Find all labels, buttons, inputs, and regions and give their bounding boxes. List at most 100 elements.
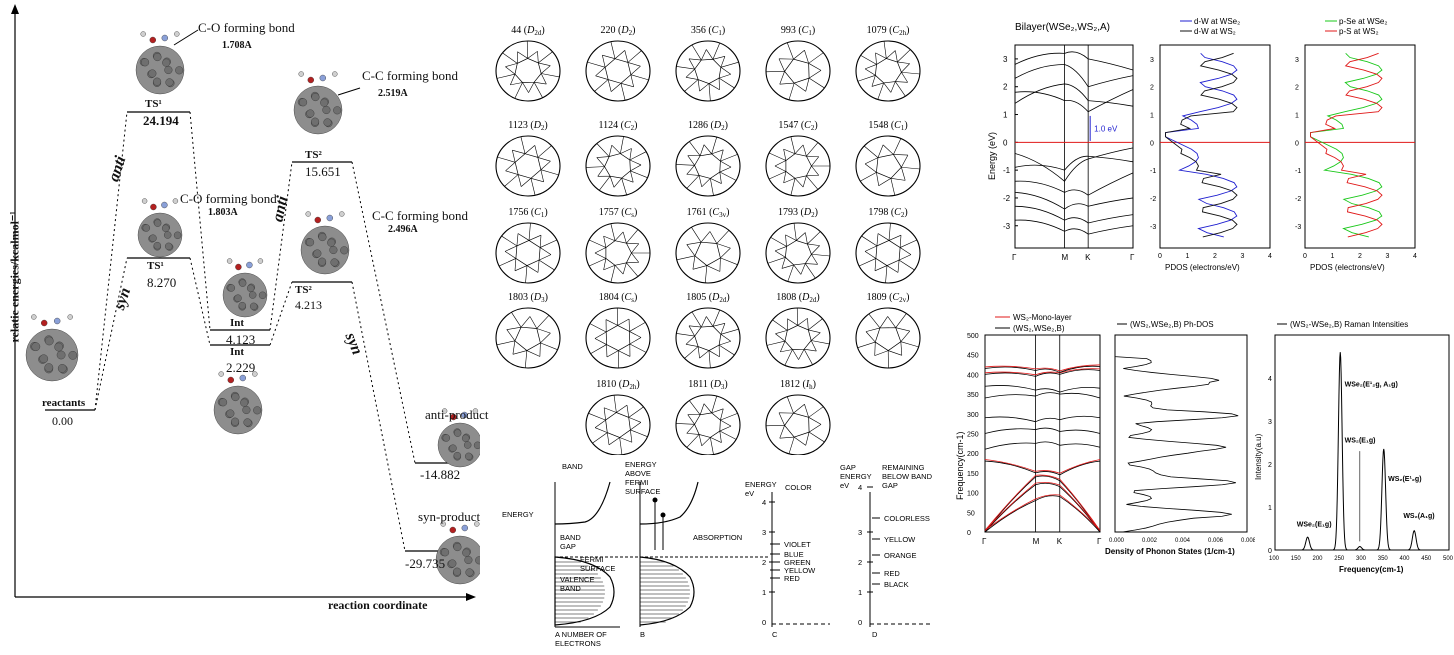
cage-edge [619, 437, 633, 443]
isomer-label: 1123 (D2) [508, 120, 548, 132]
band-ytick-label: 2 [1003, 83, 1008, 92]
ts1-anti-value: 24.194 [143, 113, 179, 128]
cage-edge [594, 79, 609, 92]
k-label: K [1085, 253, 1091, 262]
pdos-dw-xtick: 3 [1241, 253, 1245, 260]
cage-edge [788, 436, 795, 454]
cage-edge [861, 235, 878, 247]
phonon-k-label: M [1033, 537, 1040, 546]
cage-edge [611, 144, 621, 154]
cage-edge [686, 244, 696, 257]
cage-edge [780, 349, 793, 353]
cage-edge [698, 434, 703, 446]
cage-outline [495, 40, 561, 102]
carbon-atom [242, 405, 251, 415]
carbon-atom [329, 245, 338, 255]
carbon-atom [238, 301, 247, 310]
raman-peak-label: WS₂(A₁g) [1403, 513, 1434, 520]
carbon-atom [243, 418, 252, 427]
cage-edge [901, 154, 909, 168]
cage-edge [875, 52, 887, 59]
gap-label: 1.0 eV [1094, 124, 1118, 133]
cage-edge [685, 335, 695, 345]
cage-edge [718, 77, 735, 89]
cage-edge [588, 413, 606, 421]
cage-edge [871, 75, 876, 87]
phonon-legend-label: (WS₂,WSe₂,B) [1013, 324, 1065, 333]
cage-edge [622, 231, 627, 244]
cage-edge [857, 341, 876, 348]
c-color-label: BLUE [784, 550, 804, 559]
pdos-p-ytick: 1 [1295, 113, 1299, 120]
pdos-dw-ytick: -2 [1150, 196, 1156, 203]
pdos-dw-ytick: 1 [1150, 113, 1154, 120]
cage-edge [871, 82, 884, 87]
cage-edge [606, 432, 610, 445]
oxygen-atom [150, 203, 157, 211]
cage-edge [720, 413, 738, 421]
a-caption: A NUMBER OF [555, 630, 607, 639]
cage-edge [540, 332, 551, 344]
cage-edge [770, 237, 787, 247]
raman-frame [1274, 334, 1450, 551]
pdos-p-ytick: 2 [1295, 85, 1299, 92]
raman-xtick: 350 [1378, 556, 1389, 562]
cage-edge [874, 342, 876, 356]
cage-edge [529, 316, 538, 329]
band-ylabel: Energy (eV) [987, 132, 997, 180]
cage-edge [594, 247, 607, 254]
b-caption: B [640, 630, 645, 639]
cage-edge [703, 144, 712, 155]
phdos-xtick: 0.004 [1175, 538, 1191, 544]
cage-edge [687, 155, 695, 166]
c-color-label: RED [784, 574, 800, 583]
carbon-atom [253, 406, 262, 415]
cage-edge [797, 318, 808, 326]
int-anti-molecule [222, 258, 268, 318]
cage-edge [876, 172, 880, 186]
carbon-atom [248, 291, 257, 299]
cage-edge [718, 344, 735, 356]
d-color-title: GAP [882, 481, 898, 490]
nitrogen-atom [461, 524, 468, 532]
cage-edge [502, 52, 518, 64]
cage-edge [893, 138, 902, 155]
phonon-ytick: 400 [967, 372, 979, 379]
carbon-atom [219, 398, 228, 407]
cage-edge [895, 81, 906, 97]
carbon-atom [322, 105, 331, 115]
cage-edge [596, 157, 605, 167]
d-color-label: ORANGE [884, 551, 917, 560]
pdos-p-frame [1304, 44, 1416, 249]
raman-peak-label: WSe₂(E¹₂g, A₁g) [1345, 382, 1398, 389]
carbon-atom [234, 294, 242, 302]
cage-edge [517, 51, 528, 59]
phdos-frame [1114, 334, 1248, 533]
band-diagram-svg: CONDUCTIONBANDENERGYBANDGAPVALENCEBANDA … [502, 462, 933, 648]
path-connector [94, 257, 128, 411]
cage-edge [617, 318, 630, 326]
cage-edge [676, 333, 695, 337]
band-line [1014, 205, 1134, 224]
cage-outline [495, 307, 561, 369]
cage-edge [787, 318, 798, 326]
cage-edge [589, 258, 607, 267]
cage-edge [620, 83, 626, 101]
raman-ytick: 1 [1268, 505, 1272, 512]
isomer-label: 220 (D2) [601, 25, 636, 37]
cage-edge [805, 263, 818, 265]
isomer-label: 1804 (Cs) [599, 292, 638, 304]
cage-edge [530, 177, 544, 183]
cage-edge [808, 417, 822, 425]
k-label: Γ [1130, 253, 1135, 262]
hydrogen-atom [218, 371, 224, 377]
cage-face [605, 240, 632, 266]
band-line [1014, 172, 1134, 196]
a-caption: ELECTRONS [555, 639, 601, 648]
hydrogen-atom [226, 258, 233, 264]
cage-face [784, 325, 812, 350]
raman-ylabel: Intensity(a.u) [1255, 433, 1263, 480]
pdos-dw-legend-label: d-W at WS₂ [1194, 27, 1236, 36]
cage-edge [701, 316, 707, 328]
cage-edge [772, 319, 788, 331]
